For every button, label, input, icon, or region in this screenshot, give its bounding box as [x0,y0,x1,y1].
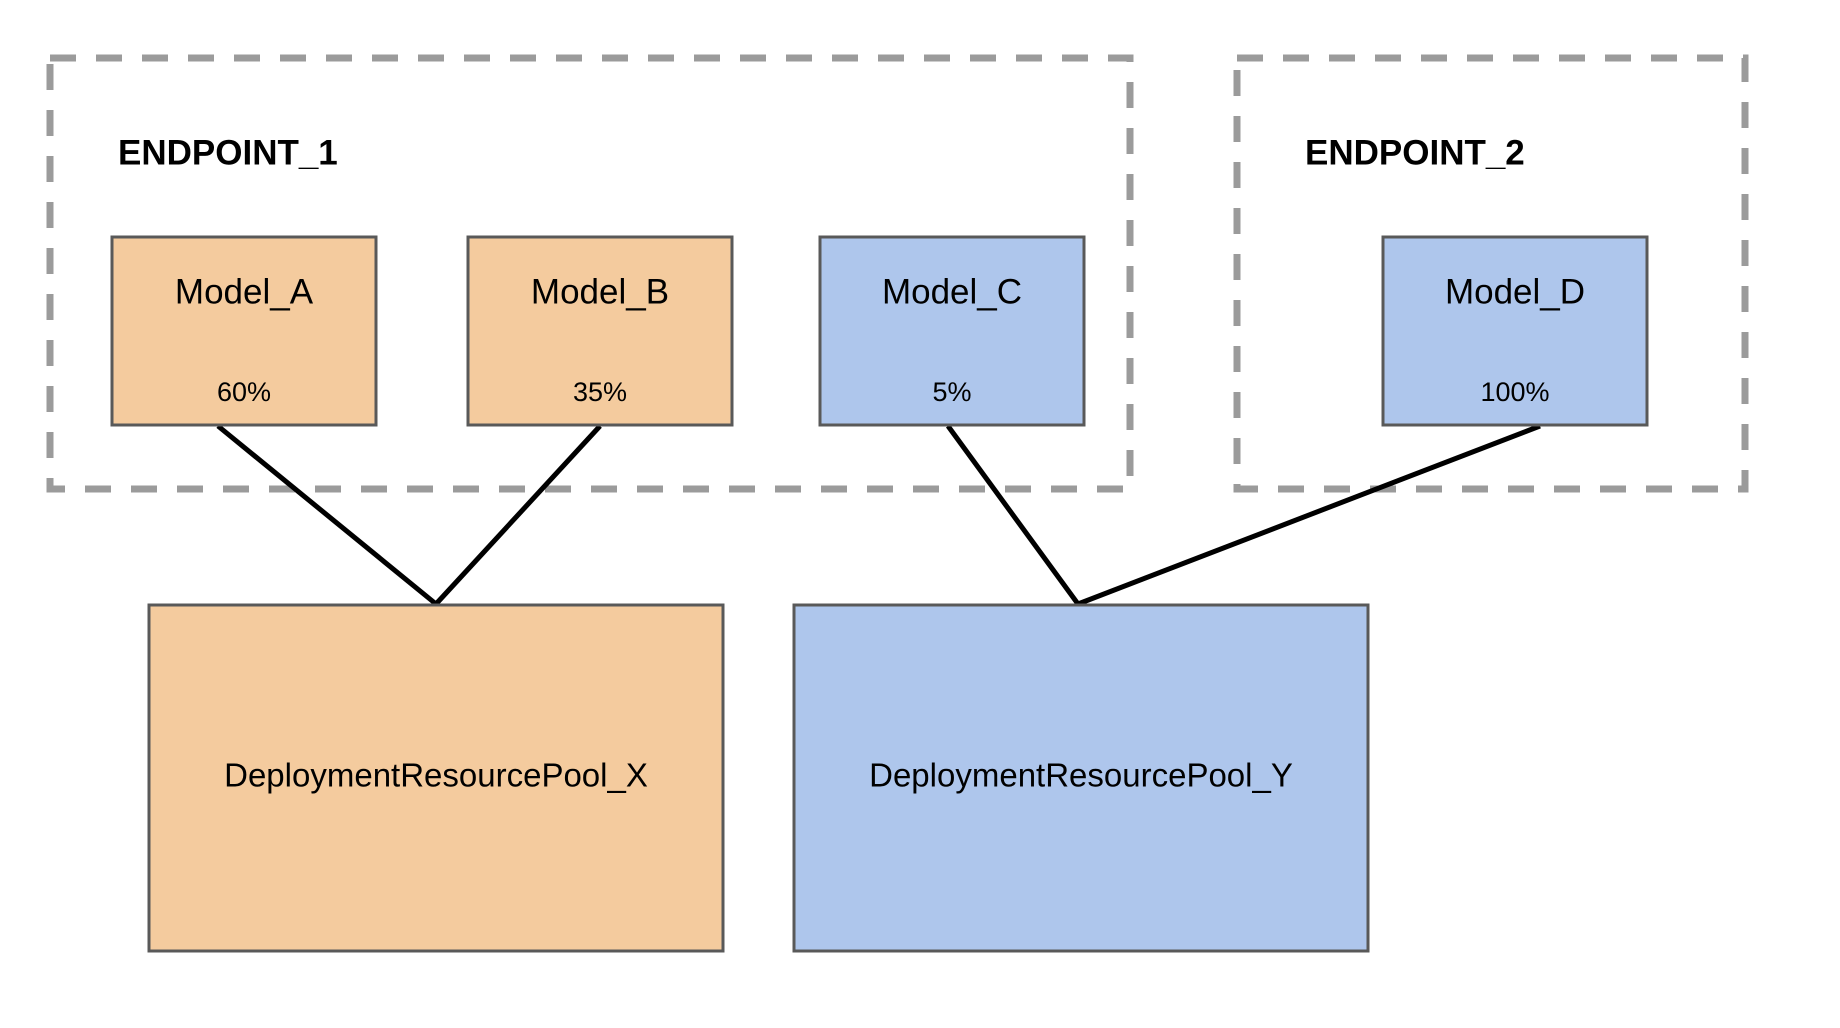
endpoint-groups-layer: ENDPOINT_1 ENDPOINT_2 [46,54,1749,493]
model-c-label: Model_C [882,272,1022,311]
pool-x-box[interactable] [147,603,725,953]
edge-model-d-pool-y [1077,423,1541,607]
edges-layer [216,423,1541,607]
pool-y-label: DeploymentResourcePool_Y [869,757,1293,794]
edge-model-c-pool-y [945,424,1081,606]
model-a-label: Model_A [175,272,314,311]
model-node-model-a[interactable]: Model_A 60% [110,235,378,427]
model-nodes-layer: Model_A 60% Model_B 35% Model_C 5% Model… [110,235,1649,427]
group-endpoint-2-label: ENDPOINT_2 [1305,133,1525,172]
pools-layer: DeploymentResourcePool_X DeploymentResou… [147,603,1370,953]
model-node-model-b[interactable]: Model_B 35% [466,235,734,427]
model-d-percent: 100% [1480,377,1549,407]
model-a-percent: 60% [217,377,271,407]
group-endpoint-2-border [1233,54,1749,493]
model-b-label: Model_B [531,272,669,311]
model-node-model-c[interactable]: Model_C 5% [818,235,1086,427]
model-a-box[interactable] [110,235,378,427]
model-b-box[interactable] [466,235,734,427]
group-endpoint-1-label: ENDPOINT_1 [118,133,338,172]
pool-x-label: DeploymentResourcePool_X [224,757,648,794]
group-endpoint-2[interactable]: ENDPOINT_2 [1233,54,1749,493]
edge-model-a-pool-x [216,424,438,606]
pool-node-pool-x[interactable]: DeploymentResourcePool_X [147,603,725,953]
model-d-label: Model_D [1445,272,1585,311]
pool-node-pool-y[interactable]: DeploymentResourcePool_Y [792,603,1370,953]
pool-y-box[interactable] [792,603,1370,953]
model-c-percent: 5% [932,377,971,407]
model-c-box[interactable] [818,235,1086,427]
model-b-percent: 35% [573,377,627,407]
edge-model-b-pool-x [434,424,602,606]
group-endpoint-1-border [46,54,1134,493]
model-node-model-d[interactable]: Model_D 100% [1381,235,1649,427]
model-d-box[interactable] [1381,235,1649,427]
group-endpoint-1[interactable]: ENDPOINT_1 [46,54,1134,493]
